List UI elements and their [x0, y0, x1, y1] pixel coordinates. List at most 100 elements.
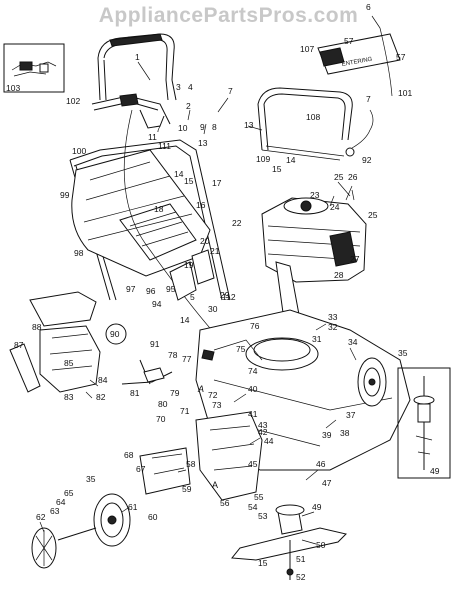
part-callout: 14	[180, 315, 190, 325]
part-callout: 13	[198, 138, 208, 148]
part-callout: 56	[220, 498, 230, 508]
part-callout: 95	[166, 284, 176, 294]
part-callout: 22	[232, 218, 242, 228]
part-callout: 7	[228, 86, 233, 96]
part-callout: 74	[248, 366, 258, 376]
watermark: AppliancePartsPros.com	[98, 4, 359, 27]
part-callout: 79	[170, 388, 180, 398]
inset-box-left: 103	[3, 43, 65, 93]
svg-text:90: 90	[110, 329, 120, 339]
part-callout: 47	[322, 478, 332, 488]
part-callout: 34	[348, 337, 358, 347]
part-callout: 2	[186, 101, 191, 111]
part-callout: 16	[196, 200, 206, 210]
part-callout: 32	[328, 322, 338, 332]
part-callout: 91	[150, 339, 160, 349]
part-callout: 40	[248, 384, 258, 394]
part-callout: 77	[182, 354, 192, 364]
part-callout: 13	[244, 120, 254, 130]
part-callout: 15	[272, 164, 282, 174]
part-callout: 97	[126, 284, 136, 294]
part-callout: 88	[32, 322, 42, 332]
handle-assembly-108	[247, 87, 374, 161]
part-callout: 10	[178, 123, 188, 133]
part-callout: 61	[128, 502, 138, 512]
part-callout: 82	[96, 392, 106, 402]
engine	[261, 181, 367, 321]
part-callout: 24	[330, 202, 340, 212]
part-callout: 25	[334, 172, 344, 182]
part-callout: 112	[222, 292, 236, 302]
part-callout: 38	[340, 428, 350, 438]
front-wheel-assembly	[31, 447, 191, 569]
part-callout: 15	[184, 176, 194, 186]
upper-handle	[97, 33, 177, 101]
part-callout: 52	[296, 572, 306, 582]
part-callout: 85	[64, 358, 74, 368]
part-callout: 9	[200, 122, 205, 132]
part-callout: 76	[250, 321, 260, 331]
part-callout: 44	[264, 436, 274, 446]
inset-box-right: 49	[397, 367, 451, 479]
part-callout: 54	[248, 502, 258, 512]
part-callout: 81	[130, 388, 140, 398]
part-callout: 53	[258, 511, 268, 521]
part-callout: 3	[176, 82, 181, 92]
part-callout: 46	[316, 459, 326, 469]
part-callout: 68	[124, 450, 134, 460]
leader-lines	[39, 61, 357, 545]
part-callout: 51	[296, 554, 306, 564]
sticker-panel: ENTERING	[317, 15, 401, 97]
part-callout: 15	[258, 558, 268, 568]
part-callout: 58	[186, 459, 196, 469]
part-callout: 107	[300, 44, 314, 54]
part-callout: 71	[180, 406, 190, 416]
part-callout: 111	[158, 141, 171, 151]
part-callout: 35	[86, 474, 96, 484]
part-callout: 57	[344, 36, 354, 46]
part-callout: 21	[210, 246, 220, 256]
part-callout: 23	[310, 190, 320, 200]
part-callout: 78	[168, 350, 178, 360]
part-callout: 6	[366, 2, 371, 12]
part-callout: 99	[60, 190, 70, 200]
part-callout: 42	[258, 427, 268, 437]
part-callout: 43	[258, 420, 268, 430]
part-callout: 49	[312, 502, 322, 512]
part-callout: 18	[154, 204, 164, 214]
grass-bag	[71, 149, 211, 277]
part-callout: 14	[286, 155, 296, 165]
part-callout: 7	[156, 124, 161, 134]
part-callout: 84	[98, 375, 108, 385]
part-callout: 5	[190, 292, 195, 302]
part-callout: 67	[136, 464, 146, 474]
part-callout: 27	[350, 254, 360, 264]
part-callout: 25	[368, 210, 378, 220]
part-callout: 17	[212, 178, 222, 188]
part-callout: 55	[254, 492, 264, 502]
part-callout: 19	[184, 260, 194, 270]
control-bail	[91, 93, 171, 129]
part-callout: 7	[366, 94, 371, 104]
part-callout: 70	[156, 414, 166, 424]
part-callout: 50	[316, 540, 326, 550]
height-adjusters	[121, 249, 215, 385]
part-callout: 14	[174, 169, 184, 179]
part-callout: 73	[212, 400, 222, 410]
part-callout: 29	[220, 290, 230, 300]
part-callout: 94	[152, 299, 162, 309]
part-callout: 26	[348, 172, 358, 182]
part-callout: 33	[328, 312, 338, 322]
part-callout: 20	[200, 236, 210, 246]
part-callout: 109	[256, 154, 270, 164]
inset-right-label: 49	[430, 466, 440, 476]
letter-mark-a: A	[197, 384, 204, 394]
part-callout: 30	[208, 304, 218, 314]
sticker-text: ENTERING	[341, 57, 373, 68]
part-callout: 28	[334, 270, 344, 280]
part-callout: 57	[396, 52, 406, 62]
rear-flap	[9, 291, 101, 393]
circled-label: 90	[105, 323, 127, 345]
part-callout: 80	[158, 399, 168, 409]
